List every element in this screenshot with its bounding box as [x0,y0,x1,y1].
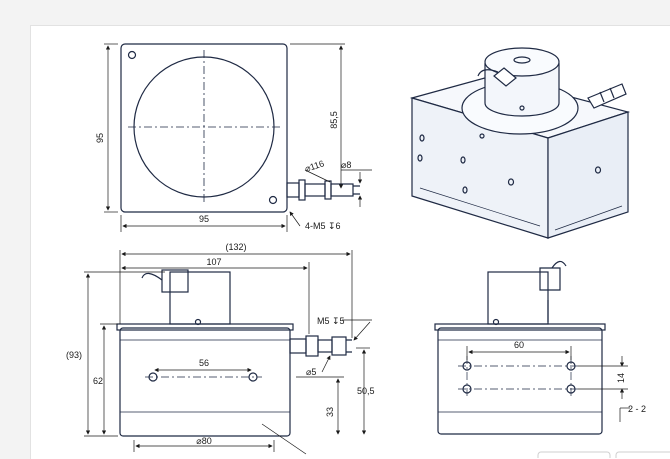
iso-cable-grip [493,67,517,87]
front-view-grip [161,269,189,293]
dim-bore: ⌀80 [196,436,211,446]
front-view-body [119,327,291,437]
mount-hole [127,50,137,60]
front-view [116,269,352,437]
dim-hole-spacing-front: 56 [199,358,209,368]
side-view [434,260,606,435]
dim-plug-thread: M5 ↧5 [317,316,345,326]
dim-top-offset: 85,5 [329,111,339,129]
top-view-plate [120,43,288,213]
front-view-plug [289,335,352,357]
iso-right-face [547,111,629,239]
isometric-view [409,47,631,239]
side-view-grip [539,267,561,291]
dim-plug-diameter: ⌀8 [341,160,351,170]
dim-hole-spacing-side: 60 [514,340,524,350]
bottom-tab [615,451,670,458]
mount-hole [268,195,278,205]
dim-top-height: 95 [95,133,105,143]
dim-mount-holes: 4-M5 ↧6 [305,221,341,231]
top-view [120,43,360,213]
front-view-drum [169,271,231,325]
side-view-drum [487,271,549,325]
dim-lower-height: 33 [325,407,335,417]
side-view-body [437,327,603,435]
dim-overall-height: (93) [66,350,82,360]
dim-vertical-spacing: 14 [616,373,626,383]
side-view-dimensions [466,346,630,422]
dim-hole-count: 2 - 2 [628,404,646,414]
iso-plug [587,83,627,109]
front-view-dimensions [84,250,372,455]
dim-top-width: 95 [199,214,209,224]
cable-outlet [286,179,360,201]
dim-axis-height: 50,5 [357,386,375,396]
dim-body-height: 62 [93,376,103,386]
dim-cable-hole: ⌀116 [304,158,326,174]
dim-overall-length: (132) [225,242,246,252]
bottom-tab [537,451,611,458]
dim-plug-dia: ⌀5 [306,367,316,377]
top-view-dimensions [104,43,372,232]
dim-body-length: 107 [206,257,221,267]
